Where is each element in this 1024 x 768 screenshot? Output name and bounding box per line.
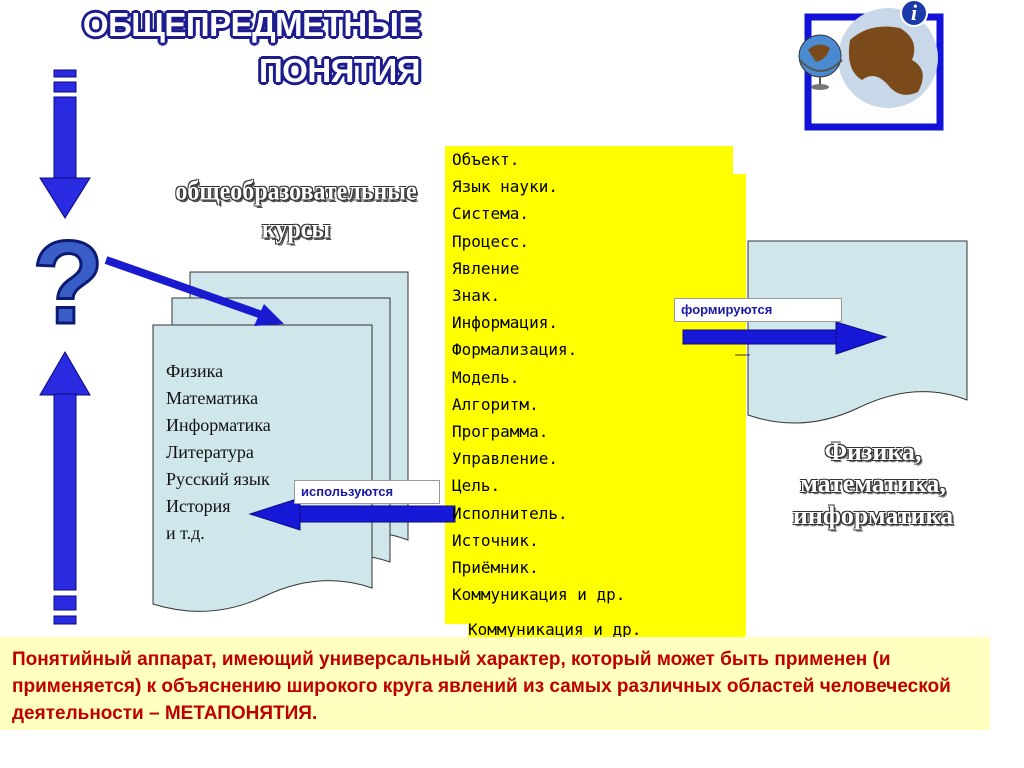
concept-item: Программа. (452, 422, 549, 442)
concept-item: Источник. (452, 530, 539, 550)
subjects-line3: информатика (792, 501, 954, 530)
definition-text: Понятийный аппарат, имеющий универсальны… (12, 649, 951, 724)
pointer-arrow-icon (104, 256, 284, 326)
concept-item: Приёмник. (452, 558, 539, 578)
concept-item: Язык науки. (452, 177, 558, 197)
concept-item: Явление (452, 258, 520, 278)
formed-label: формируются (674, 298, 842, 322)
concept-item: Процесс. (452, 231, 530, 251)
course-item: История (166, 496, 231, 516)
concept-item: Система. (452, 204, 530, 224)
concepts-list: Объект. Язык науки. Система. Процесс. Яв… (452, 146, 752, 608)
concept-item: Знак. (452, 286, 501, 306)
course-item: Литература (166, 442, 254, 462)
formed-arrow-icon (682, 321, 888, 356)
globe-info-icon (798, 0, 944, 131)
definition-box: Понятийный аппарат, имеющий универсальны… (0, 637, 990, 730)
down-arrow-icon (39, 69, 91, 219)
used-label: используются (294, 480, 440, 504)
slide-title-line1: ОБЩЕПРЕДМЕТНЫЕ (82, 6, 421, 43)
courses-document-stack (152, 271, 409, 612)
concept-item-duplicate: Коммуникация и др. (468, 618, 744, 638)
used-arrow-icon (248, 497, 456, 531)
slide-title: ОБЩЕПРЕДМЕТНЫЕ ПОНЯТИЯ (0, 2, 421, 94)
courses-title: общеобразовательные курсы (165, 173, 427, 249)
slide-title-line2: ПОНЯТИЯ (258, 52, 421, 89)
concept-item: Информация. (452, 313, 558, 333)
concept-item: Коммуникация и др. (452, 585, 626, 605)
concept-item: Исполнитель. (452, 503, 568, 523)
courses-title-line2: курсы (261, 214, 331, 245)
concept-item: Объект. (452, 150, 520, 169)
question-mark: ? (30, 217, 105, 349)
courses-title-line1: общеобразовательные (175, 176, 417, 207)
subjects-caption: Физика, математика, информатика (748, 436, 998, 532)
course-item: Математика (166, 388, 259, 408)
course-item: Русский язык (166, 469, 270, 489)
course-item: Информатика (166, 415, 271, 435)
course-item: и т.д. (166, 523, 205, 543)
concept-item: Управление. (452, 449, 558, 469)
concept-item: Алгоритм. (452, 394, 539, 414)
up-arrow-icon (39, 351, 91, 625)
subjects-line2: математика, (800, 469, 946, 498)
courses-list: Физика Математика Информатика Литература… (166, 358, 366, 547)
concept-item: Модель. (452, 367, 520, 387)
concept-item: Цель. (452, 476, 501, 496)
concept-item: Формализация. (452, 340, 578, 360)
info-icon[interactable]: i (910, 0, 918, 25)
course-item: Физика (166, 361, 224, 381)
subjects-line1: Физика, (824, 437, 922, 466)
concepts-box-front (445, 146, 733, 624)
